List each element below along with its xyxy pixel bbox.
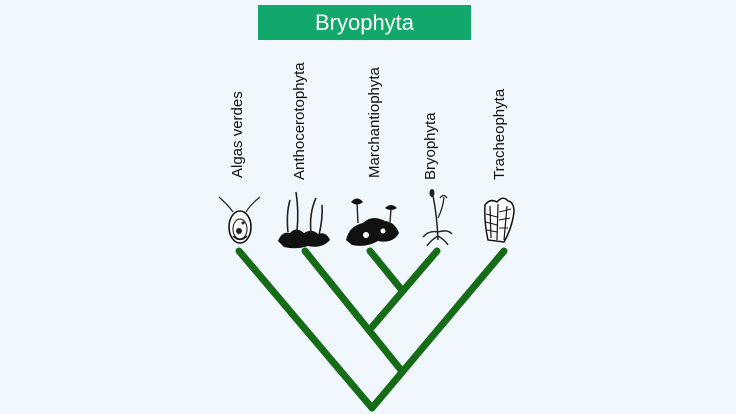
branch-anthocerotophyta xyxy=(301,247,405,374)
banner-title: Bryophyta xyxy=(314,9,415,35)
tree-branches xyxy=(235,247,508,412)
liverwort-icon xyxy=(346,198,399,246)
moss-icon xyxy=(422,189,453,247)
branch-marchantiophyta xyxy=(366,247,405,293)
branch-tracheophyta xyxy=(368,247,508,412)
hornwort-icon xyxy=(278,191,330,249)
bryophyta-banner: Bryophyta xyxy=(258,5,471,40)
branch-algas-verdes xyxy=(235,247,376,412)
green-algae-icon xyxy=(218,196,261,244)
vascular-plant-icon xyxy=(484,197,515,243)
